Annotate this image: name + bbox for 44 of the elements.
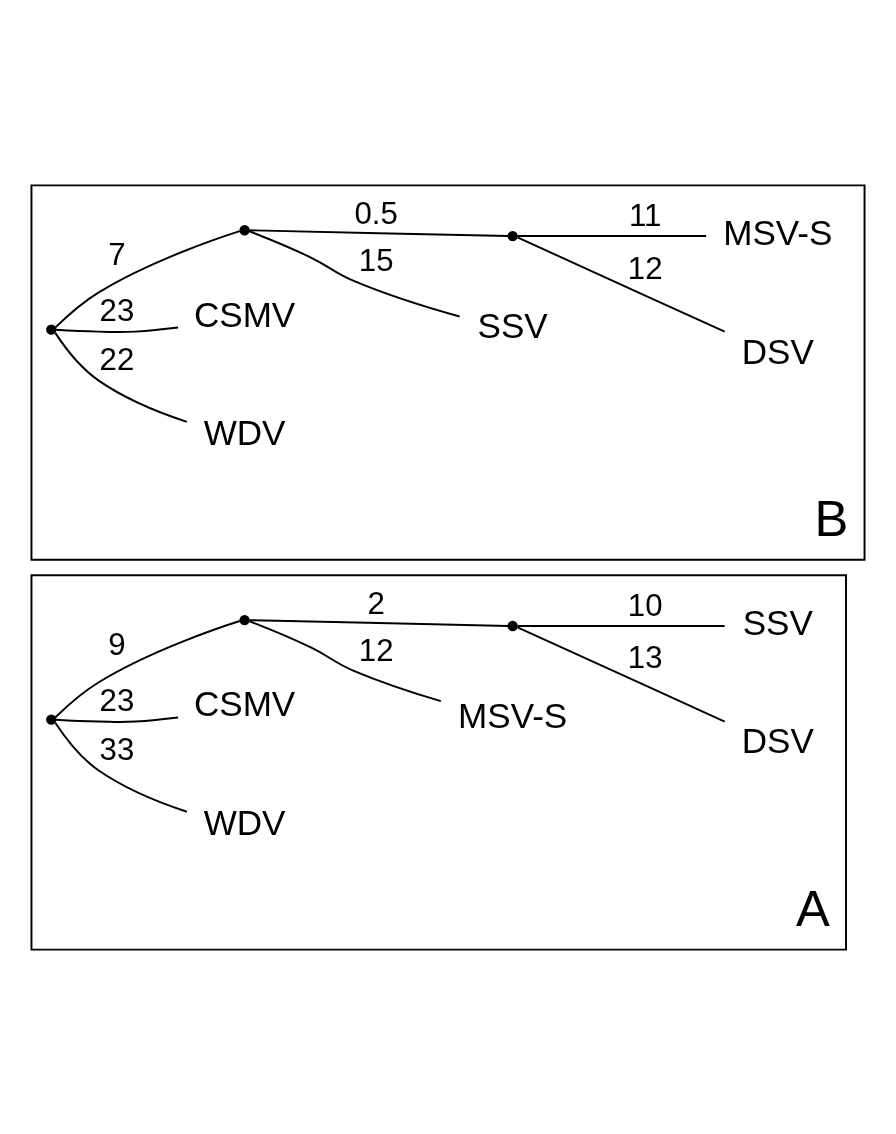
connector [516, 234, 708, 237]
connector [248, 229, 461, 318]
connector [54, 229, 241, 328]
node-text: MSV-S [723, 212, 833, 252]
edge-label: 10 [627, 587, 663, 623]
connector [54, 715, 180, 723]
node-point [239, 224, 250, 235]
connector [516, 625, 726, 723]
node-text: WDV [203, 802, 286, 842]
connector [54, 619, 241, 718]
connector [248, 619, 442, 702]
edge-label: 9 [108, 626, 126, 662]
edge-label: 11 [629, 197, 662, 233]
connector [54, 721, 188, 813]
edge-label: 23 [99, 682, 135, 718]
edge-label: 33 [99, 731, 135, 767]
edge-label: 13 [627, 639, 663, 675]
connector [54, 326, 180, 333]
edge-label: 12 [358, 632, 394, 668]
node-text: CSMV [193, 294, 296, 334]
connector [248, 618, 510, 627]
node-point [507, 230, 518, 241]
connector [516, 235, 726, 333]
node-text: CSMV [193, 683, 296, 723]
node-point [46, 323, 57, 335]
edge-label: 2 [367, 585, 385, 621]
node-text: SSV [742, 602, 813, 642]
node-point [507, 620, 518, 631]
connector [248, 228, 510, 237]
node-text: DSV [741, 331, 814, 371]
edge-label: 0.5 [354, 195, 398, 231]
node-point [239, 614, 250, 625]
connector [516, 624, 726, 627]
node-text: DSV [741, 720, 814, 760]
connector [54, 331, 188, 423]
edge-label: 7 [108, 236, 126, 272]
edge-label: 12 [627, 250, 663, 286]
edge-label: 22 [99, 341, 135, 377]
node-point [46, 713, 57, 725]
node-text: SSV [477, 305, 548, 345]
node-text: WDV [203, 412, 286, 452]
edge-label: 15 [358, 242, 394, 278]
edge-label: 23 [99, 292, 135, 328]
node-text: MSV-S [458, 695, 568, 735]
